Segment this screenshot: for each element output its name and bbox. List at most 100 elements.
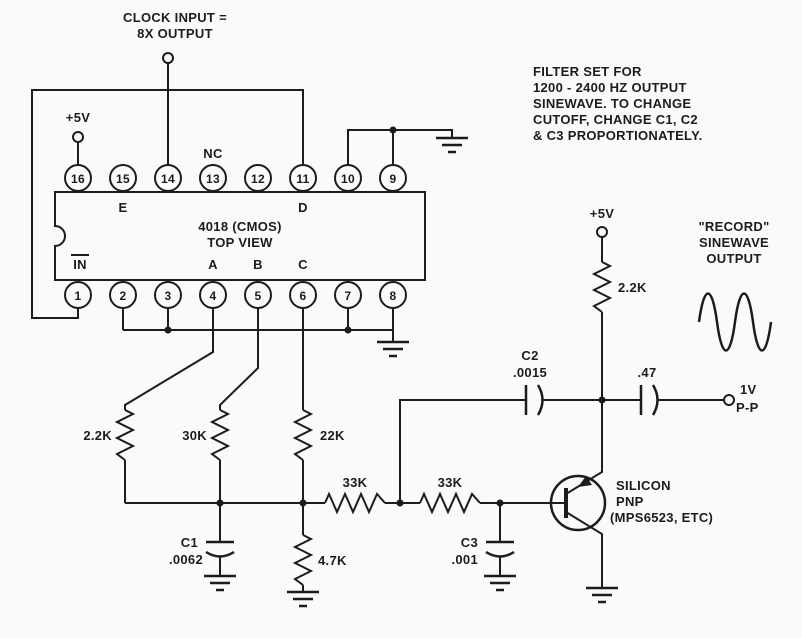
ground-symbol-c1: [202, 574, 238, 592]
ic-label-d: D: [298, 200, 308, 215]
output-terminal-section: 1V P-P: [723, 382, 759, 415]
supply-right-label: +5V: [590, 206, 614, 221]
ic-pin-1: 1: [64, 281, 92, 309]
pin-circle: [109, 164, 137, 192]
supply-left: +5V: [66, 110, 90, 143]
capacitor-c1-name: C1: [181, 535, 198, 550]
capacitor-c3-name: C3: [461, 535, 478, 550]
junction-dot: [396, 499, 404, 507]
ic-pin-15: 15: [109, 164, 137, 192]
ic-pin-3: 3: [154, 281, 182, 309]
transistor-pnp: SILICON PNP (MPS6523, ETC): [549, 474, 713, 532]
filter-note-line3: SINEWAVE. TO CHANGE: [533, 96, 691, 111]
pin-circle: [244, 164, 272, 192]
wires-filter-and-transistor: [219, 237, 724, 592]
junction-dot: [299, 499, 307, 507]
ground-symbol-4k7: [285, 590, 321, 608]
output-level-line2: P-P: [736, 400, 759, 415]
ic-body: [54, 191, 426, 281]
filter-note-line4: CUTOFF, CHANGE C1, C2: [533, 112, 698, 127]
cap-plate-curved: [205, 550, 235, 558]
pin-number: 14: [161, 172, 175, 186]
capacitor-c1: C1 .0062: [169, 535, 235, 567]
pin-number: 4: [210, 289, 217, 303]
resistor-zigzag: [292, 534, 314, 586]
resistor-2k2-left-label: 2.2K: [83, 428, 112, 443]
pin-number: 11: [296, 172, 309, 186]
resistor-zigzag: [292, 409, 314, 461]
junction-dot: [164, 326, 172, 334]
transistor-label-line2: PNP: [616, 494, 644, 509]
resistor-2k2-left: 2.2K: [83, 409, 136, 461]
resistor-4k7: 4.7K: [292, 534, 347, 586]
pin-number: 13: [206, 172, 220, 186]
pin-number: 2: [120, 289, 127, 303]
record-note-line1: "RECORD": [698, 219, 769, 234]
junction-dot: [496, 499, 504, 507]
supply-left-label: +5V: [66, 110, 90, 125]
ic-pin-16: 16: [64, 164, 92, 192]
resistor-2k2-right-label: 2.2K: [618, 280, 647, 295]
capacitor-c3-value: .001: [451, 552, 478, 567]
ic-pin-2: 2: [109, 281, 137, 309]
ic-label-c: C: [298, 257, 308, 272]
filter-note-line2: 1200 - 2400 HZ OUTPUT: [533, 80, 687, 95]
capacitor-c2: C2 .0015: [513, 348, 547, 416]
capacitor-c2-value: .0015: [513, 365, 547, 380]
ic-pin-5: 5: [244, 281, 272, 309]
ic-pin-14: 14: [154, 164, 182, 192]
supply-right: +5V: [590, 206, 614, 238]
resistor-zigzag: [324, 491, 386, 515]
resistor-33k-b: 33K: [419, 475, 481, 515]
pin-number: 9: [390, 172, 397, 186]
ic-pins-bottom: 1 2 3 4 5 6 7 8: [64, 281, 407, 309]
ic-pin-9: 9: [379, 164, 407, 192]
ic-pin-6: 6: [289, 281, 317, 309]
filter-note-line5: & C3 PROPORTIONATELY.: [533, 128, 703, 143]
junction-dot: [344, 326, 352, 334]
resistor-zigzag: [209, 409, 231, 461]
capacitor-47-value: .47: [638, 365, 657, 380]
resistor-4k7-label: 4.7K: [318, 553, 347, 568]
resistor-33k-a-label: 33K: [343, 475, 368, 490]
pnp-emitter-arrow-icon: [578, 476, 592, 487]
wires-top-section: [31, 63, 453, 319]
ic-pin-11: 11: [289, 164, 317, 192]
output-terminal: [723, 394, 735, 406]
ic-pin-12: 12: [244, 164, 272, 192]
ic-label-b: B: [253, 257, 263, 272]
capacitor-c3: C3 .001: [451, 535, 515, 567]
ic-label-a: A: [208, 257, 218, 272]
cap-plate-curved: [651, 384, 659, 416]
resistor-2k2-right: 2.2K: [591, 261, 647, 313]
pin-number: 3: [165, 289, 172, 303]
ic-label-in: IN: [73, 257, 87, 272]
ground-symbol-top-right: [434, 136, 470, 154]
filter-note: FILTER SET FOR 1200 - 2400 HZ OUTPUT SIN…: [533, 64, 703, 143]
output-level-line1: 1V: [740, 382, 757, 397]
clock-input-label-line2: 8X OUTPUT: [137, 26, 213, 41]
ground-symbol-transistor: [584, 586, 620, 604]
ic-nc-label: NC: [203, 146, 223, 161]
clock-input-label-line1: CLOCK INPUT =: [123, 10, 227, 25]
transistor-circle: [549, 474, 607, 532]
record-note-line2: SINEWAVE: [699, 235, 769, 250]
ic-pin-13: 13: [199, 164, 227, 192]
resistor-zigzag: [591, 261, 613, 313]
transistor-label-line3: (MPS6523, ETC): [610, 510, 713, 525]
pin-number: 1: [75, 289, 82, 303]
pin-number: 5: [255, 289, 262, 303]
resistor-33k-a: 33K: [324, 475, 386, 515]
junction-dot: [216, 499, 224, 507]
pin-number: 10: [341, 172, 355, 186]
pin-circle: [199, 164, 227, 192]
sinewave-icon: [697, 292, 773, 352]
clock-input-section: CLOCK INPUT = 8X OUTPUT: [123, 10, 227, 64]
ic-pin-10: 10: [334, 164, 362, 192]
capacitor-c1-value: .0062: [169, 552, 203, 567]
ic-pin-8: 8: [379, 281, 407, 309]
ic-pin-4: 4: [199, 281, 227, 309]
ic-pin-7: 7: [334, 281, 362, 309]
cap-plate-curved: [536, 384, 544, 416]
